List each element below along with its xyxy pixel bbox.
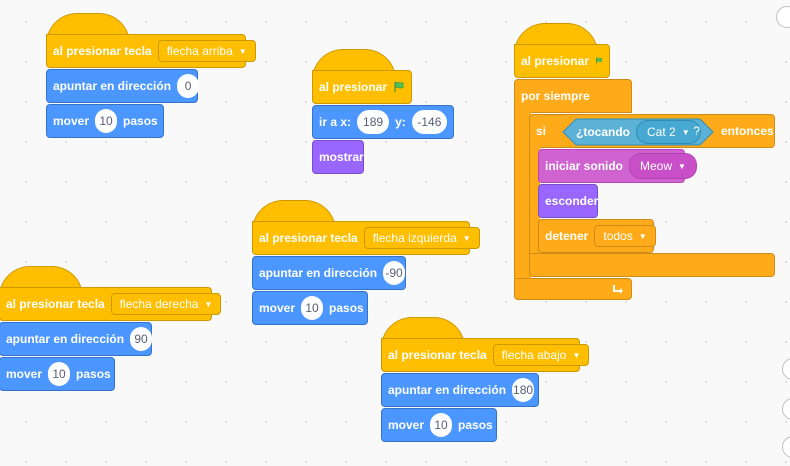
loop-arrow-icon bbox=[613, 285, 623, 294]
hat-label: al presionar tecla bbox=[388, 348, 487, 362]
key-dropdown[interactable]: flecha derecha▼ bbox=[110, 293, 222, 315]
dropdown-arrow-icon: ▼ bbox=[238, 46, 247, 56]
hat-label: al presionar tecla bbox=[6, 297, 105, 311]
hide-label: esconder bbox=[545, 194, 599, 208]
direction-input[interactable]: 90 bbox=[130, 327, 153, 351]
show-label: mostrar bbox=[319, 150, 364, 164]
show-block[interactable]: mostrar bbox=[312, 140, 364, 174]
hat-label: al presionar bbox=[319, 80, 388, 94]
forever-label: por siempre bbox=[521, 89, 590, 103]
stop-option-dropdown[interactable]: todos▼ bbox=[594, 225, 656, 247]
move-steps-block[interactable]: mover 10 pasos bbox=[0, 357, 115, 391]
direction-input[interactable]: -90 bbox=[383, 261, 406, 285]
dropdown-arrow-icon: ▼ bbox=[572, 350, 581, 360]
forever-bottom bbox=[514, 278, 632, 300]
point-label: apuntar en dirección bbox=[259, 266, 378, 280]
green-flag-icon bbox=[596, 57, 602, 65]
hat-label: al presionar tecla bbox=[259, 231, 358, 245]
zoom-control-edge[interactable] bbox=[776, 6, 790, 28]
if-label: si bbox=[536, 124, 547, 138]
forever-block[interactable]: por siempre bbox=[514, 79, 632, 113]
point-label: apuntar en dirección bbox=[53, 79, 172, 93]
steps-label: pasos bbox=[458, 418, 493, 432]
point-in-direction-block[interactable]: apuntar en dirección 180 bbox=[381, 373, 539, 407]
zoom-out-edge[interactable] bbox=[782, 398, 790, 420]
direction-input[interactable]: 0 bbox=[177, 74, 200, 98]
point-label: apuntar en dirección bbox=[6, 332, 125, 346]
when-key-pressed-left-block[interactable]: al presionar tecla flecha izquierda▼ bbox=[252, 200, 480, 255]
when-flag-clicked-block[interactable]: al presionar bbox=[312, 49, 412, 104]
dropdown-arrow-icon: ▼ bbox=[462, 233, 471, 243]
if-arm bbox=[529, 147, 540, 255]
stop-label: detener bbox=[545, 229, 589, 243]
y-label: y: bbox=[395, 115, 406, 129]
move-steps-block[interactable]: mover 10 pasos bbox=[381, 408, 497, 442]
zoom-reset-edge[interactable] bbox=[782, 436, 790, 458]
move-label: mover bbox=[6, 367, 43, 381]
touching-target-dropdown[interactable]: Cat 2▼ bbox=[636, 120, 701, 144]
question-mark: ? bbox=[693, 124, 700, 138]
then-label: entonces bbox=[721, 124, 774, 138]
point-in-direction-block[interactable]: apuntar en dirección -90 bbox=[252, 256, 406, 290]
stop-block[interactable]: detener todos▼ bbox=[538, 219, 656, 253]
green-flag-icon bbox=[394, 81, 404, 93]
point-in-direction-block[interactable]: apuntar en dirección 90 bbox=[0, 322, 153, 356]
move-steps-block[interactable]: mover 10 pasos bbox=[252, 291, 368, 325]
steps-label: pasos bbox=[329, 301, 364, 315]
hide-block[interactable]: esconder bbox=[538, 184, 598, 218]
steps-label: pasos bbox=[76, 367, 111, 381]
forever-arm bbox=[514, 112, 531, 282]
when-key-pressed-right-block[interactable]: al presionar tecla flecha derecha▼ bbox=[0, 266, 222, 321]
key-dropdown[interactable]: flecha izquierda▼ bbox=[363, 227, 480, 249]
direction-input[interactable]: 180 bbox=[512, 378, 535, 402]
dropdown-arrow-icon: ▼ bbox=[681, 127, 690, 137]
hat-label: al presionar bbox=[521, 54, 590, 68]
goto-label: ir a x: bbox=[319, 115, 352, 129]
dropdown-arrow-icon: ▼ bbox=[638, 231, 647, 241]
dropdown-arrow-icon: ▼ bbox=[204, 299, 213, 309]
start-sound-block[interactable]: iniciar sonido Meow▼ bbox=[538, 149, 697, 183]
when-flag-clicked-block-2[interactable]: al presionar bbox=[514, 23, 610, 78]
move-label: mover bbox=[259, 301, 296, 315]
y-input[interactable]: -146 bbox=[411, 110, 447, 134]
when-key-pressed-down-block[interactable]: al presionar tecla flecha abajo▼ bbox=[381, 317, 590, 372]
go-to-xy-block[interactable]: ir a x: 189 y: -146 bbox=[312, 105, 454, 139]
move-label: mover bbox=[388, 418, 425, 432]
move-steps-block[interactable]: mover 10 pasos bbox=[46, 104, 164, 138]
touching-label: ¿tocando bbox=[576, 125, 630, 139]
hat-label: al presionar tecla bbox=[53, 44, 152, 58]
if-bottom bbox=[529, 253, 775, 277]
move-label: mover bbox=[53, 114, 90, 128]
zoom-in-edge[interactable] bbox=[782, 358, 790, 380]
point-label: apuntar en dirección bbox=[388, 383, 507, 397]
steps-input[interactable]: 10 bbox=[430, 413, 453, 437]
when-key-pressed-up-block[interactable]: al presionar tecla flecha arriba▼ bbox=[46, 13, 256, 68]
steps-input[interactable]: 10 bbox=[301, 296, 324, 320]
key-dropdown[interactable]: flecha arriba▼ bbox=[157, 40, 256, 62]
key-dropdown[interactable]: flecha abajo▼ bbox=[492, 344, 590, 366]
steps-label: pasos bbox=[123, 114, 158, 128]
sound-dropdown[interactable]: Meow▼ bbox=[629, 153, 697, 179]
point-in-direction-block[interactable]: apuntar en dirección 0 bbox=[46, 69, 200, 103]
touching-sprite-condition[interactable]: ¿tocando Cat 2▼ ? bbox=[562, 118, 714, 146]
sound-label: iniciar sonido bbox=[545, 159, 624, 173]
x-input[interactable]: 189 bbox=[357, 110, 390, 134]
steps-input[interactable]: 10 bbox=[48, 362, 71, 386]
steps-input[interactable]: 10 bbox=[95, 109, 118, 133]
dropdown-arrow-icon: ▼ bbox=[678, 161, 686, 171]
